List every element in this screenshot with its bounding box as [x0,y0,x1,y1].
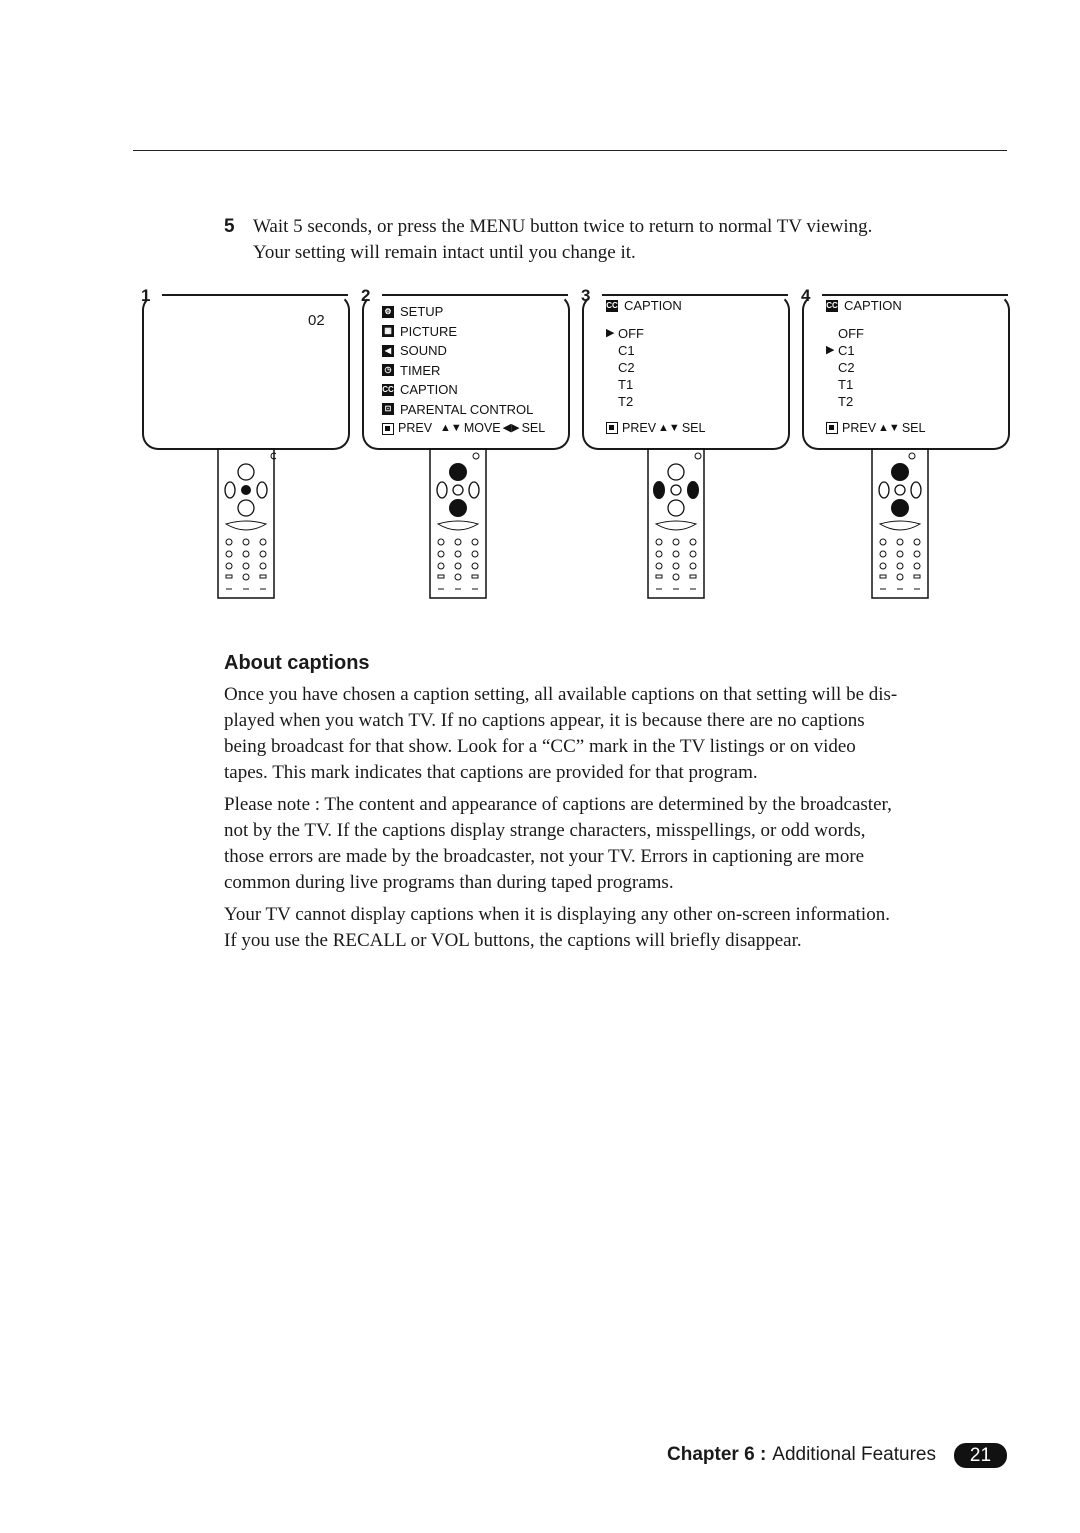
up-down-icon: ▲▼ [440,422,462,434]
timer-icon: ◷ [382,364,394,377]
tv-screen-top [822,294,1008,296]
figure-1: 1 02 [141,287,360,608]
section-heading: About captions [224,652,370,674]
caption-option-t2[interactable]: T2 [838,394,854,410]
speaker-icon: ◀ [382,344,394,357]
menu-item-setup[interactable]: ⚙SETUP [382,302,545,322]
chapter-label: Chapter 6 : [667,1444,767,1465]
page-footer: Chapter 6 : Additional Features 21 [667,1440,1007,1470]
menu-footer: PREV ▲▼ MOVE ◀▶ SEL [382,419,545,439]
menu-footer: PREV ▲▼ SEL [826,419,925,439]
menu-item-sound[interactable]: ◀SOUND [382,341,545,361]
parental-icon: ⊡ [382,403,394,416]
tv-screen-top [382,294,568,296]
setup-icon: ⚙ [382,305,394,318]
step-5: 5 Wait 5 seconds, or press the MENU butt… [224,214,1014,266]
cc-icon: CC [826,299,838,312]
menu-button-icon [606,422,618,435]
tv-screen-top [602,294,788,296]
figure-number: 2 [361,286,371,305]
caption-option-t1[interactable]: T1 [838,377,854,393]
menu-footer: PREV ▲▼ SEL [606,419,705,439]
channel-number: 02 [308,312,325,329]
up-down-icon: ▲▼ [658,421,680,434]
step-line-1: Wait 5 seconds, or press the MENU button… [253,216,873,237]
tv-screen-top [162,294,348,296]
tv-screen [142,294,350,450]
paragraph-3: Your TV cannot display captions when it … [224,904,890,951]
section-title: Additional Features [772,1444,936,1465]
step-number: 5 [224,216,235,237]
cc-icon: CC [382,383,394,396]
caption-option-c2[interactable]: C2 [838,360,855,376]
caption-option-c1[interactable]: ▶C1 [826,343,925,360]
tv-screen [362,294,570,450]
paragraph-1: Once you have chosen a caption setting, … [224,684,898,783]
remote-control-icon [871,448,929,599]
page-number-badge: 21 [954,1442,1007,1468]
paragraph-2: Please note : The content and appearance… [224,794,892,893]
menu-item-picture[interactable]: ▦PICTURE [382,322,545,342]
up-down-icon: ▲▼ [878,421,900,434]
caption-option-off[interactable]: OFF [838,326,864,342]
cc-icon: CC [606,299,618,312]
selection-arrow-icon: ▶ [826,344,835,357]
figure-number: 4 [801,286,811,305]
figure-number: 1 [141,286,151,305]
figure-number: 3 [581,286,591,305]
tv-screen [802,294,1010,450]
caption-option-c2[interactable]: C2 [618,360,635,376]
tv-screen [582,294,790,450]
caption-option-off[interactable]: ▶OFF [606,326,705,343]
caption-option-c1[interactable]: C1 [618,343,635,359]
picture-icon: ▦ [382,325,394,338]
menu-button-icon [826,422,838,435]
remote-control-icon [429,448,487,599]
top-rule [133,150,1007,151]
step-line-2: Your setting will remain intact until yo… [253,242,636,263]
caption-option-t1[interactable]: T1 [618,377,634,393]
left-right-icon: ◀▶ [502,422,520,434]
selection-arrow-icon: ▶ [606,327,615,340]
menu-button-icon [382,422,394,435]
remote-control-icon [217,448,276,599]
remote-control-icon [647,448,705,599]
menu-item-timer[interactable]: ◷TIMER [382,361,545,381]
caption-option-t2[interactable]: T2 [618,394,634,410]
menu-item-parental-control[interactable]: ⊡PARENTAL CONTROL [382,400,545,420]
